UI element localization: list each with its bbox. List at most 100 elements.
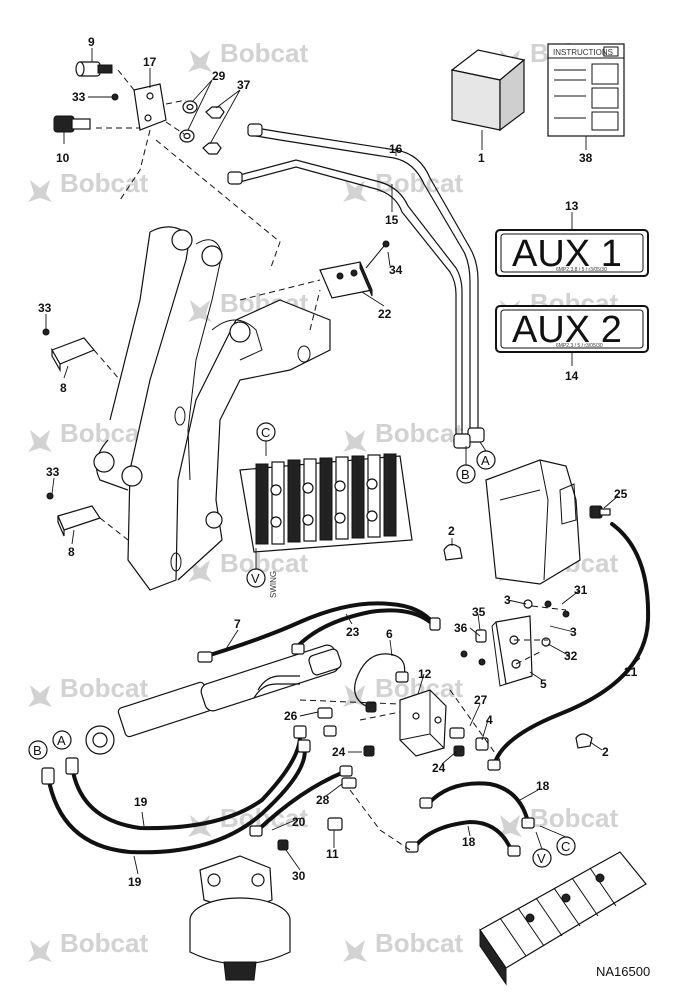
callout-5: 5 (540, 677, 547, 691)
callout-15: 15 (385, 213, 399, 227)
svg-text:Bobcat: Bobcat (530, 803, 618, 833)
assembly-line-bracket (119, 129, 151, 201)
callout-28: 28 (316, 793, 330, 807)
callout-3-b: 3 (570, 625, 577, 639)
callout-20: 20 (292, 815, 306, 829)
watermark: Bobcat (28, 168, 148, 202)
callout-8-b: 8 (68, 545, 75, 559)
svg-text:V: V (251, 571, 260, 586)
callout-17: 17 (143, 55, 157, 69)
sensor-harness-6 (354, 653, 409, 713)
box-kit-1 (450, 49, 526, 132)
callout-6: 6 (386, 627, 393, 641)
callout-16: 16 (389, 142, 403, 156)
svg-text:Bobcat: Bobcat (220, 803, 308, 833)
hose-18-upper (426, 781, 530, 824)
svg-text:V: V (537, 851, 546, 866)
callout-22: 22 (378, 307, 392, 321)
svg-text:Bobcat: Bobcat (375, 418, 463, 448)
connector-b-lower: B (28, 740, 48, 760)
svg-text:6MP2,3 / 5 / r3/05/30: 6MP2,3 / 5 / r3/05/30 (556, 343, 603, 349)
nuts-37 (202, 106, 225, 155)
callout-18-b: 18 (462, 835, 476, 849)
callout-38: 38 (579, 151, 593, 165)
connector-c-lower: C (556, 836, 576, 856)
valve-sections (255, 453, 397, 545)
boom-arm (93, 226, 331, 591)
fitting-30 (277, 839, 289, 851)
callout-14: 14 (565, 369, 579, 383)
hose-18-lower (412, 819, 514, 854)
bracket-8-lower (57, 505, 101, 537)
assembly-lines-lower (299, 689, 501, 851)
svg-text:A: A (57, 733, 66, 748)
callout-23: 23 (346, 625, 360, 639)
svg-text:C: C (261, 425, 270, 440)
manifold-12 (399, 689, 447, 757)
bolt-34-head (382, 240, 390, 248)
svg-text:Bobcat: Bobcat (60, 168, 148, 198)
svg-text:Bobcat: Bobcat (220, 38, 308, 68)
watermark: Bobcat (343, 928, 463, 962)
clip-2-upper (443, 543, 463, 561)
instruction-manual-38: INSTRUCTIONS (547, 43, 625, 137)
watermark: Bobcat (28, 673, 148, 707)
callout-1: 1 (478, 151, 485, 165)
callout-2-b: 2 (602, 745, 609, 759)
loader-tower (485, 459, 581, 585)
callout-24: 24 (332, 745, 346, 759)
assembly-line-bracket-lower (99, 517, 129, 541)
mounting-bracket-17 (133, 83, 167, 131)
callout-19: 19 (134, 795, 148, 809)
callout-numbers: 9 17 33 10 29 37 16 15 1 38 13 14 34 22 … (38, 35, 638, 889)
svg-text:INSTRUCTIONS: INSTRUCTIONS (553, 48, 613, 57)
callout-24-b: 24 (432, 761, 446, 775)
bracket-5 (491, 615, 533, 687)
assembly-lines-top (96, 69, 187, 135)
assembly-lines-bracket5 (514, 605, 567, 665)
callout-32: 32 (564, 649, 578, 663)
steel-tubes-15-16 (227, 123, 485, 449)
callout-2: 2 (448, 524, 455, 538)
callout-33-c: 33 (46, 465, 60, 479)
control-valve-bottom (479, 851, 647, 986)
callout-leaders (45, 48, 641, 875)
svg-text:AUX 2: AUX 2 (512, 309, 622, 351)
svg-text:Bobcat: Bobcat (375, 928, 463, 958)
watermark-layer: Bobcat Bobcat Bobcat Bobcat Bobcat Bobca… (28, 38, 618, 962)
swing-motor (189, 855, 291, 981)
connector-c-upper: C (256, 422, 276, 442)
hose-19-a (70, 734, 302, 831)
callout-3: 3 (504, 593, 511, 607)
tube-clamp-22 (319, 261, 373, 299)
hose-23 (294, 608, 432, 650)
control-valve-center (239, 453, 413, 553)
callout-36: 36 (454, 621, 468, 635)
callout-18: 18 (536, 779, 550, 793)
swing-label: SWING (269, 571, 278, 598)
callout-27: 27 (474, 693, 488, 707)
callout-37: 37 (237, 78, 251, 92)
callout-34: 34 (389, 263, 403, 277)
callout-25: 25 (614, 487, 628, 501)
callout-30: 30 (292, 869, 306, 883)
connector-leaders (255, 441, 567, 850)
callout-9: 9 (88, 35, 95, 49)
callout-4: 4 (486, 713, 493, 727)
callout-13: 13 (565, 199, 579, 213)
hose-19-b (46, 744, 307, 855)
svg-text:B: B (461, 467, 470, 482)
fittings-35-36 (460, 629, 487, 666)
connector-v-lower: V (532, 848, 552, 868)
hose-20 (254, 770, 346, 834)
washers-29 (179, 100, 198, 143)
svg-text:AUX 1: AUX 1 (512, 233, 622, 275)
connector-v-upper: V (246, 568, 266, 588)
bolt-34 (365, 245, 385, 269)
assembly-line-bracket-upper (93, 349, 121, 381)
svg-text:Bobcat: Bobcat (375, 168, 463, 198)
watermark: Bobcat (188, 38, 308, 72)
watermark: Bobcat (28, 418, 148, 452)
watermark: Bobcat (343, 418, 463, 452)
